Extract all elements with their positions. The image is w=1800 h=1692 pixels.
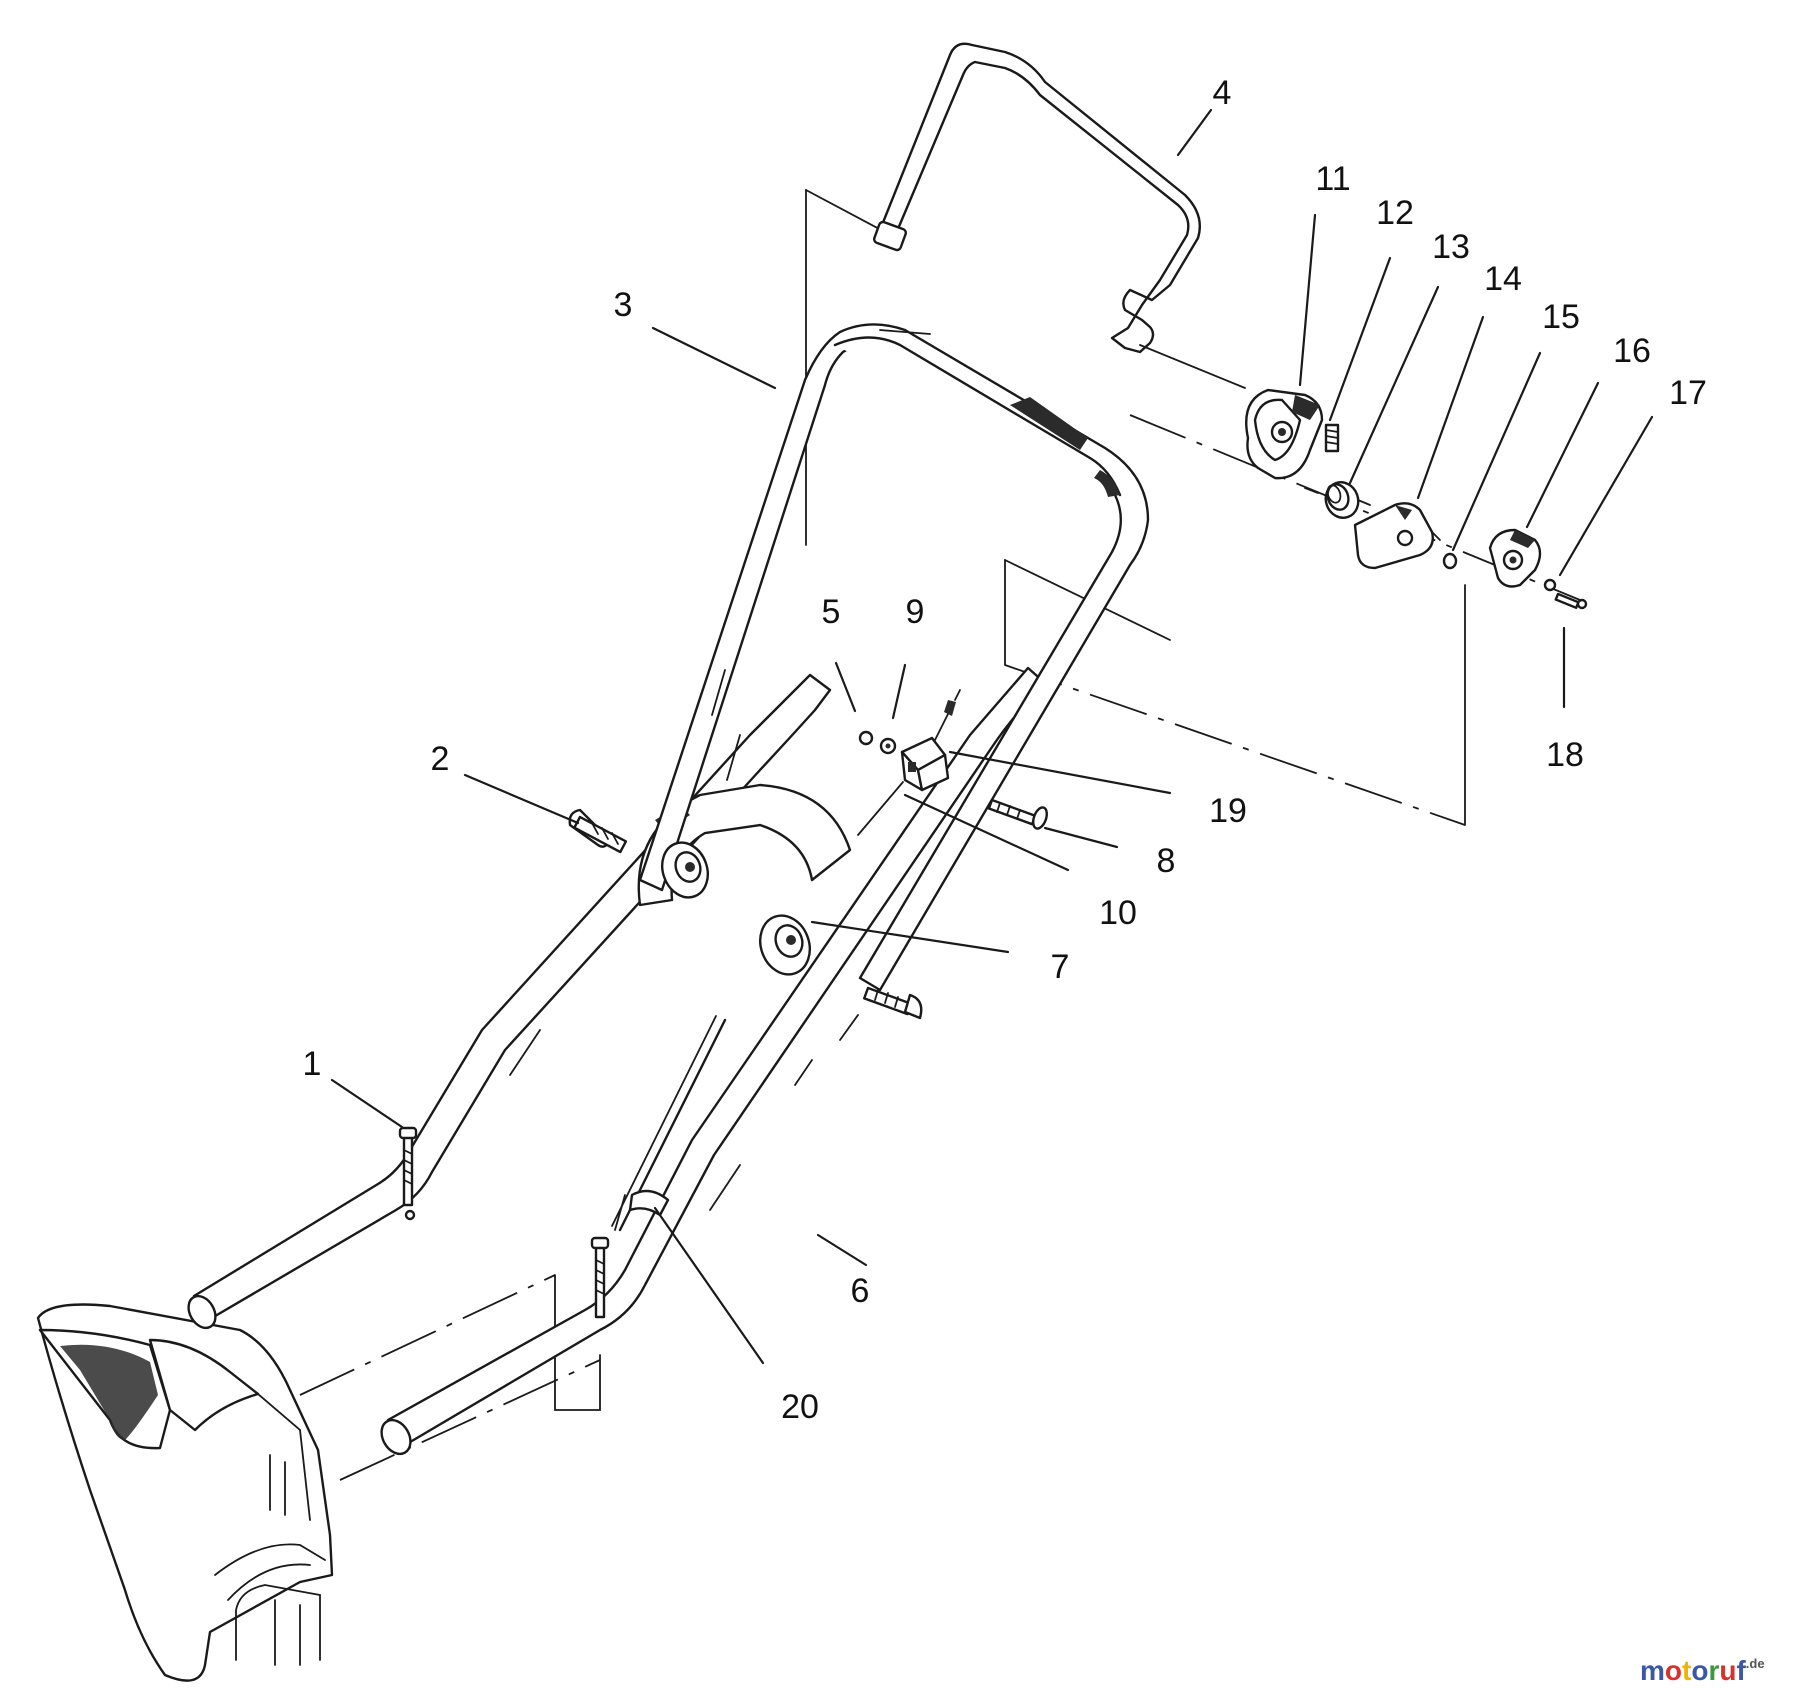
screw-18 (1554, 592, 1588, 610)
bolt-1 (398, 1126, 418, 1221)
callout-20: 20 (781, 1388, 819, 1426)
callout-2: 2 (431, 740, 450, 778)
callouts: 1 2 3 4 5 6 7 8 9 10 11 12 13 14 15 16 1… (303, 74, 1707, 1426)
ring-15 (1442, 552, 1458, 570)
pawl-14 (1353, 502, 1441, 570)
callout-15: 15 (1542, 298, 1580, 336)
watermark-letter-6: f (1736, 1655, 1746, 1686)
upper-handle (638, 323, 1150, 992)
bail-wire (873, 42, 1246, 389)
screw-8 (987, 798, 1048, 830)
callout-13: 13 (1432, 228, 1470, 266)
leader-lines (330, 108, 1654, 1365)
watermark-letter-2: t (1682, 1655, 1691, 1686)
switch-box (900, 689, 961, 792)
watermark-letter-0: m (1640, 1655, 1665, 1686)
watermark-letter-3: o (1691, 1655, 1708, 1686)
pivot-bracket-11 (1245, 388, 1324, 480)
washer-5 (858, 730, 874, 746)
callout-16: 16 (1613, 332, 1651, 370)
watermark-letter-1: o (1665, 1655, 1682, 1686)
callout-12: 12 (1376, 194, 1414, 232)
callout-5: 5 (822, 593, 841, 631)
callout-11: 11 (1315, 160, 1350, 198)
torsion-spring-13 (1304, 481, 1371, 519)
hardware (398, 689, 1048, 1319)
callout-19: 19 (1209, 792, 1247, 830)
washer-17 (1543, 578, 1557, 592)
watermark-logo: motoruf.de (1640, 1655, 1765, 1686)
watermark-suffix: .de (1746, 1656, 1765, 1671)
carriage-bolt-2 (568, 808, 628, 854)
callout-6: 6 (851, 1272, 870, 1310)
spring-12 (1324, 423, 1340, 453)
svg-text:motoruf.de: motoruf.de (1640, 1655, 1765, 1686)
carriage-bolt-lower (863, 986, 923, 1020)
knob-left (661, 841, 709, 899)
callout-4: 4 (1213, 74, 1232, 112)
pivot-assembly (1245, 388, 1588, 610)
callout-9: 9 (906, 593, 925, 631)
watermark-letter-4: r (1708, 1655, 1719, 1686)
cap-16 (1488, 528, 1542, 588)
callout-14: 14 (1484, 260, 1522, 298)
callout-8: 8 (1157, 842, 1176, 880)
knob-7 (759, 914, 811, 976)
callout-1: 1 (303, 1045, 322, 1083)
bolt-lower-right (590, 1236, 610, 1319)
cable (611, 1015, 727, 1232)
mower-deck-housing (36, 1303, 334, 1682)
cable-10 (857, 781, 904, 836)
callout-17: 17 (1669, 374, 1707, 412)
callout-7: 7 (1051, 948, 1070, 986)
watermark-letter-5: u (1719, 1655, 1736, 1686)
callout-3: 3 (614, 286, 633, 324)
callout-10: 10 (1099, 894, 1137, 932)
callout-18: 18 (1546, 736, 1584, 774)
